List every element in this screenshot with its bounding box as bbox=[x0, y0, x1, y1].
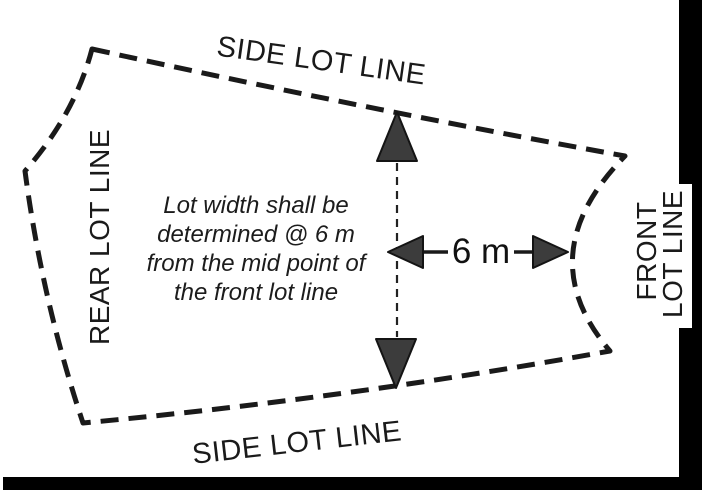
width-note-line2: determined @ 6 m bbox=[157, 221, 355, 248]
lot-boundary bbox=[22, 46, 628, 426]
width-note-line3: from the mid point of bbox=[147, 250, 368, 277]
six-m-arrow-right-icon bbox=[532, 235, 569, 269]
six-m-value: 6 m bbox=[452, 232, 510, 271]
width-note-line1: Lot width shall be bbox=[163, 192, 348, 219]
rear-lot-line-label: REAR LOT LINE bbox=[84, 129, 115, 345]
width-arrow-up-icon bbox=[376, 111, 418, 162]
shadow-bottom bbox=[3, 477, 702, 490]
six-m-arrow-left-icon bbox=[387, 235, 424, 269]
front-lot-line-labelbox bbox=[615, 184, 692, 328]
width-note-line4: the front lot line bbox=[174, 279, 338, 306]
front-lot-line-label-line1: FRONT bbox=[631, 202, 662, 301]
front-lot-line-label-line2: LOT LINE bbox=[657, 190, 688, 318]
width-arrow-down-icon bbox=[375, 338, 417, 389]
